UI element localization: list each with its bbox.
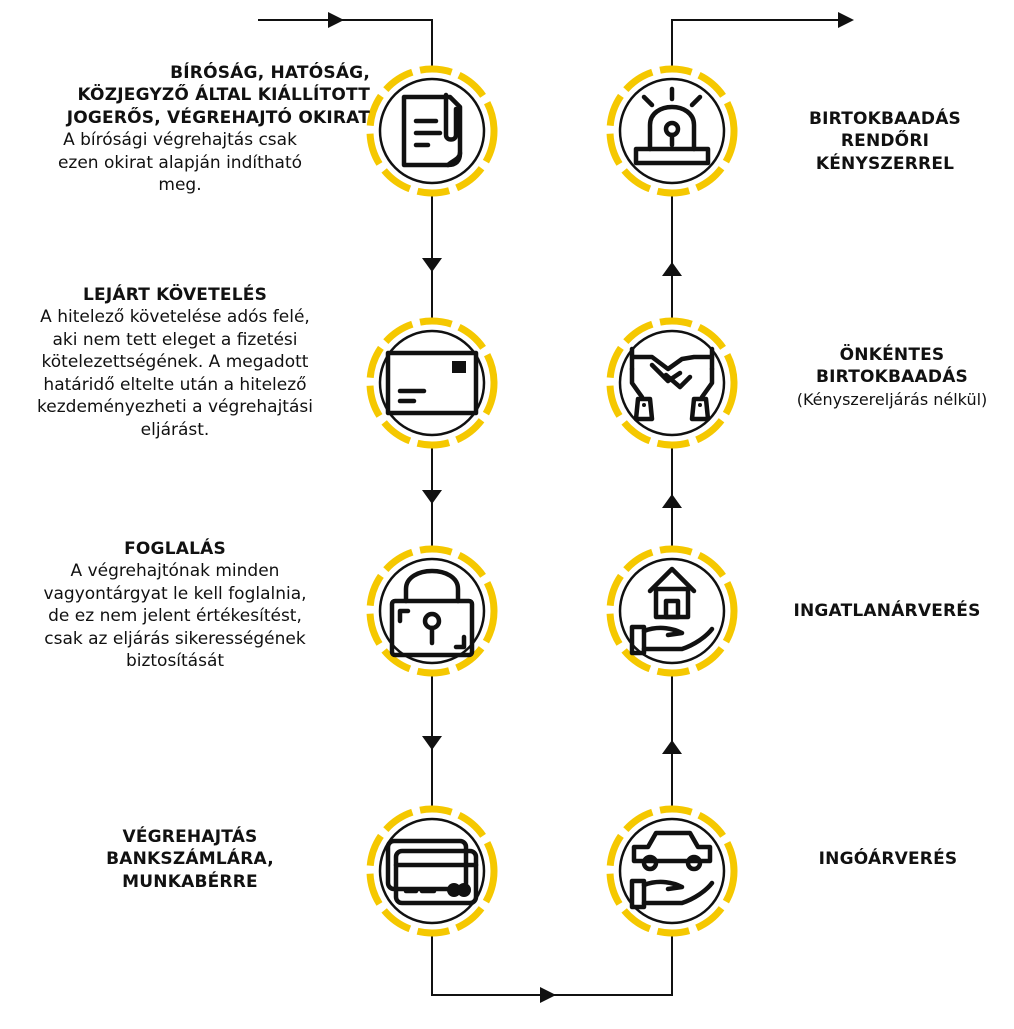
step-7-desc-line: (Kényszereljárás nélkül) (796, 389, 988, 409)
step-2-desc-line: A hitelező követelése adós felé, (40, 307, 310, 328)
step-1-desc-line: A bírósági végrehajtás csak (63, 130, 297, 151)
step-8-title-line: BIRTOKBAADÁS (808, 109, 961, 129)
step-5-title: INGÓÁRVERÉS (768, 848, 1008, 870)
envelope-icon (385, 350, 479, 416)
dashed-ring (366, 805, 498, 937)
step-3-label: FOGLALÁS A végrehajtónak minden vagyontá… (0, 538, 350, 673)
arrow-entry-right (328, 12, 344, 28)
step-3-desc-line: de ez nem jelent értékesítést, (48, 606, 302, 627)
dashed-ring (366, 317, 498, 449)
arrow-up-3 (662, 262, 682, 276)
arrow-exit-right (838, 12, 854, 28)
siren-icon (633, 86, 711, 166)
node-circle (618, 77, 726, 185)
step-5-label: INGÓÁRVERÉS (768, 848, 1008, 870)
step-7-label: ÖNKÉNTES BIRTOKBAADÁS (Kényszereljárás n… (770, 344, 1014, 410)
arrow-bottom-right (540, 987, 556, 1003)
step-node-2 (366, 317, 498, 449)
step-8-title-line: RENDŐRI (840, 131, 930, 152)
step-1-description: A bírósági végrehajtás csak ezen okirat … (30, 129, 330, 196)
step-2-title-line: LEJÁRT KÖVETELÉS (82, 285, 268, 305)
arrow-up-2 (662, 494, 682, 508)
step-3-desc-line: vagyontárgyat le kell foglalnia, (43, 583, 307, 604)
padlock-icon (389, 568, 475, 658)
entry-line (258, 19, 433, 68)
step-node-5 (606, 805, 738, 937)
step-3-description: A végrehajtónak minden vagyontárgyat le … (0, 560, 350, 672)
arrowheads (328, 12, 854, 1003)
step-2-desc-line: határidő eltelte után a hitelező (43, 374, 307, 395)
arrow-down-2 (422, 490, 442, 504)
arrow-down-1 (422, 258, 442, 272)
arrow-up-1 (662, 740, 682, 754)
step-2-title: LEJÁRT KÖVETELÉS (0, 284, 350, 306)
step-8-title-line: KÉNYSZERREL (815, 153, 955, 174)
step-3-desc-line: csak az eljárás sikerességének (44, 628, 306, 649)
arrow-down-3 (422, 736, 442, 750)
step-7-title: ÖNKÉNTES BIRTOKBAADÁS (770, 344, 1014, 389)
step-node-4 (366, 805, 498, 937)
step-2-desc-line: kezdeményezheti a végrehajtási (37, 397, 313, 418)
step-1-desc-line: meg. (158, 175, 202, 196)
step-7-title-line: BIRTOKBAADÁS (815, 367, 968, 388)
step-2-description: A hitelező követelése adós felé, aki nem… (0, 306, 350, 441)
step-3-desc-line: biztosítását (125, 651, 225, 672)
node-circle (378, 817, 486, 925)
step-2-label: LEJÁRT KÖVETELÉS A hitelező követelése a… (0, 284, 350, 441)
step-node-8 (606, 65, 738, 197)
step-1-desc-line: ezen okirat alapján indítható (57, 152, 303, 173)
dashed-ring (366, 545, 498, 677)
step-6-title-line: INGATLANÁRVERÉS (793, 601, 981, 621)
dashed-ring (366, 65, 498, 197)
step-1-label: BÍRÓSÁG, HATÓSÁG, KÖZJEGYZŐ ÁLTAL KIÁLLÍ… (0, 62, 370, 197)
handshake-tags-icon (629, 346, 715, 422)
step-2-desc-line: eljárást. (140, 419, 210, 440)
dashed-ring (606, 805, 738, 937)
step-8-title: BIRTOKBAADÁS RENDŐRI KÉNYSZERREL (770, 108, 1000, 175)
step-1-title: BÍRÓSÁG, HATÓSÁG, KÖZJEGYZŐ ÁLTAL KIÁLLÍ… (0, 62, 370, 129)
step-2-desc-line: kötelezettségének. A megadott (41, 352, 309, 373)
step-1-title-line: BÍRÓSÁG, HATÓSÁG, (170, 63, 370, 83)
document-icon (401, 92, 463, 168)
step-7-description: (Kényszereljárás nélkül) (770, 389, 1014, 410)
dashed-ring (606, 65, 738, 197)
step-4-title-line: BANKSZÁMLÁRA, (106, 849, 274, 870)
step-8-label: BIRTOKBAADÁS RENDŐRI KÉNYSZERREL (770, 108, 1000, 175)
node-circle (378, 329, 486, 437)
step-3-title: FOGLALÁS (0, 538, 350, 560)
step-4-title-line: VÉGREHAJTÁS (122, 827, 258, 847)
step-6-title: INGATLANÁRVERÉS (760, 600, 1014, 622)
node-circle (378, 557, 486, 665)
step-2-desc-line: aki nem tett eleget a fizetési (52, 329, 298, 350)
step-6-label: INGATLANÁRVERÉS (760, 600, 1014, 622)
house-in-hand-icon (629, 566, 715, 656)
step-5-title-line: INGÓÁRVERÉS (818, 849, 958, 869)
step-4-label: VÉGREHAJTÁS BANKSZÁMLÁRA, MUNKABÉRRE (40, 826, 340, 893)
bottom-line (431, 935, 673, 996)
step-1-title-line: JOGERŐS, VÉGREHAJTÓ OKIRAT (66, 107, 370, 128)
step-nodes (366, 65, 738, 937)
step-7-title-line: ÖNKÉNTES (839, 345, 945, 365)
car-in-hand-icon (629, 830, 715, 910)
step-4-title-line: MUNKABÉRRE (122, 871, 258, 892)
exit-line (671, 19, 840, 68)
dashed-ring (606, 545, 738, 677)
step-3-title-line: FOGLALÁS (124, 539, 226, 559)
step-3-desc-line: A végrehajtónak minden (70, 561, 280, 582)
step-4-title: VÉGREHAJTÁS BANKSZÁMLÁRA, MUNKABÉRRE (40, 826, 340, 893)
step-1-title-line: KÖZJEGYZŐ ÁLTAL KIÁLLÍTOTT (77, 85, 370, 106)
credit-cards-icon (385, 838, 479, 906)
dashed-ring (606, 317, 738, 449)
